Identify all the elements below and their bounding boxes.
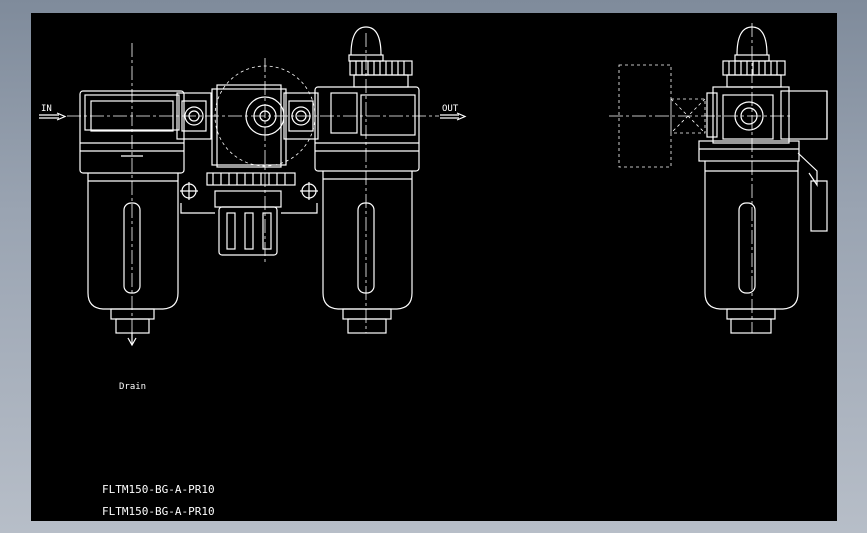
drawing-canvas: IN OUT: [39, 23, 828, 518]
inlet-label: IN: [41, 104, 52, 114]
cad-viewport[interactable]: IN OUT: [31, 13, 837, 521]
inlet-arrow: [39, 112, 67, 121]
outlet-arrow: [440, 112, 467, 121]
lubricator-unit: [314, 26, 420, 334]
regulator-unit: [176, 58, 319, 263]
title-line-1: FLTM150-BG-A-PR10: [102, 483, 215, 496]
drain-label: Drain: [119, 382, 146, 392]
title-line-2: FLTM150-BG-A-PR10: [102, 505, 215, 518]
front-view: IN OUT: [39, 26, 467, 392]
outlet-label: OUT: [442, 104, 459, 114]
side-view: [609, 23, 828, 334]
filter-unit: [79, 43, 185, 347]
